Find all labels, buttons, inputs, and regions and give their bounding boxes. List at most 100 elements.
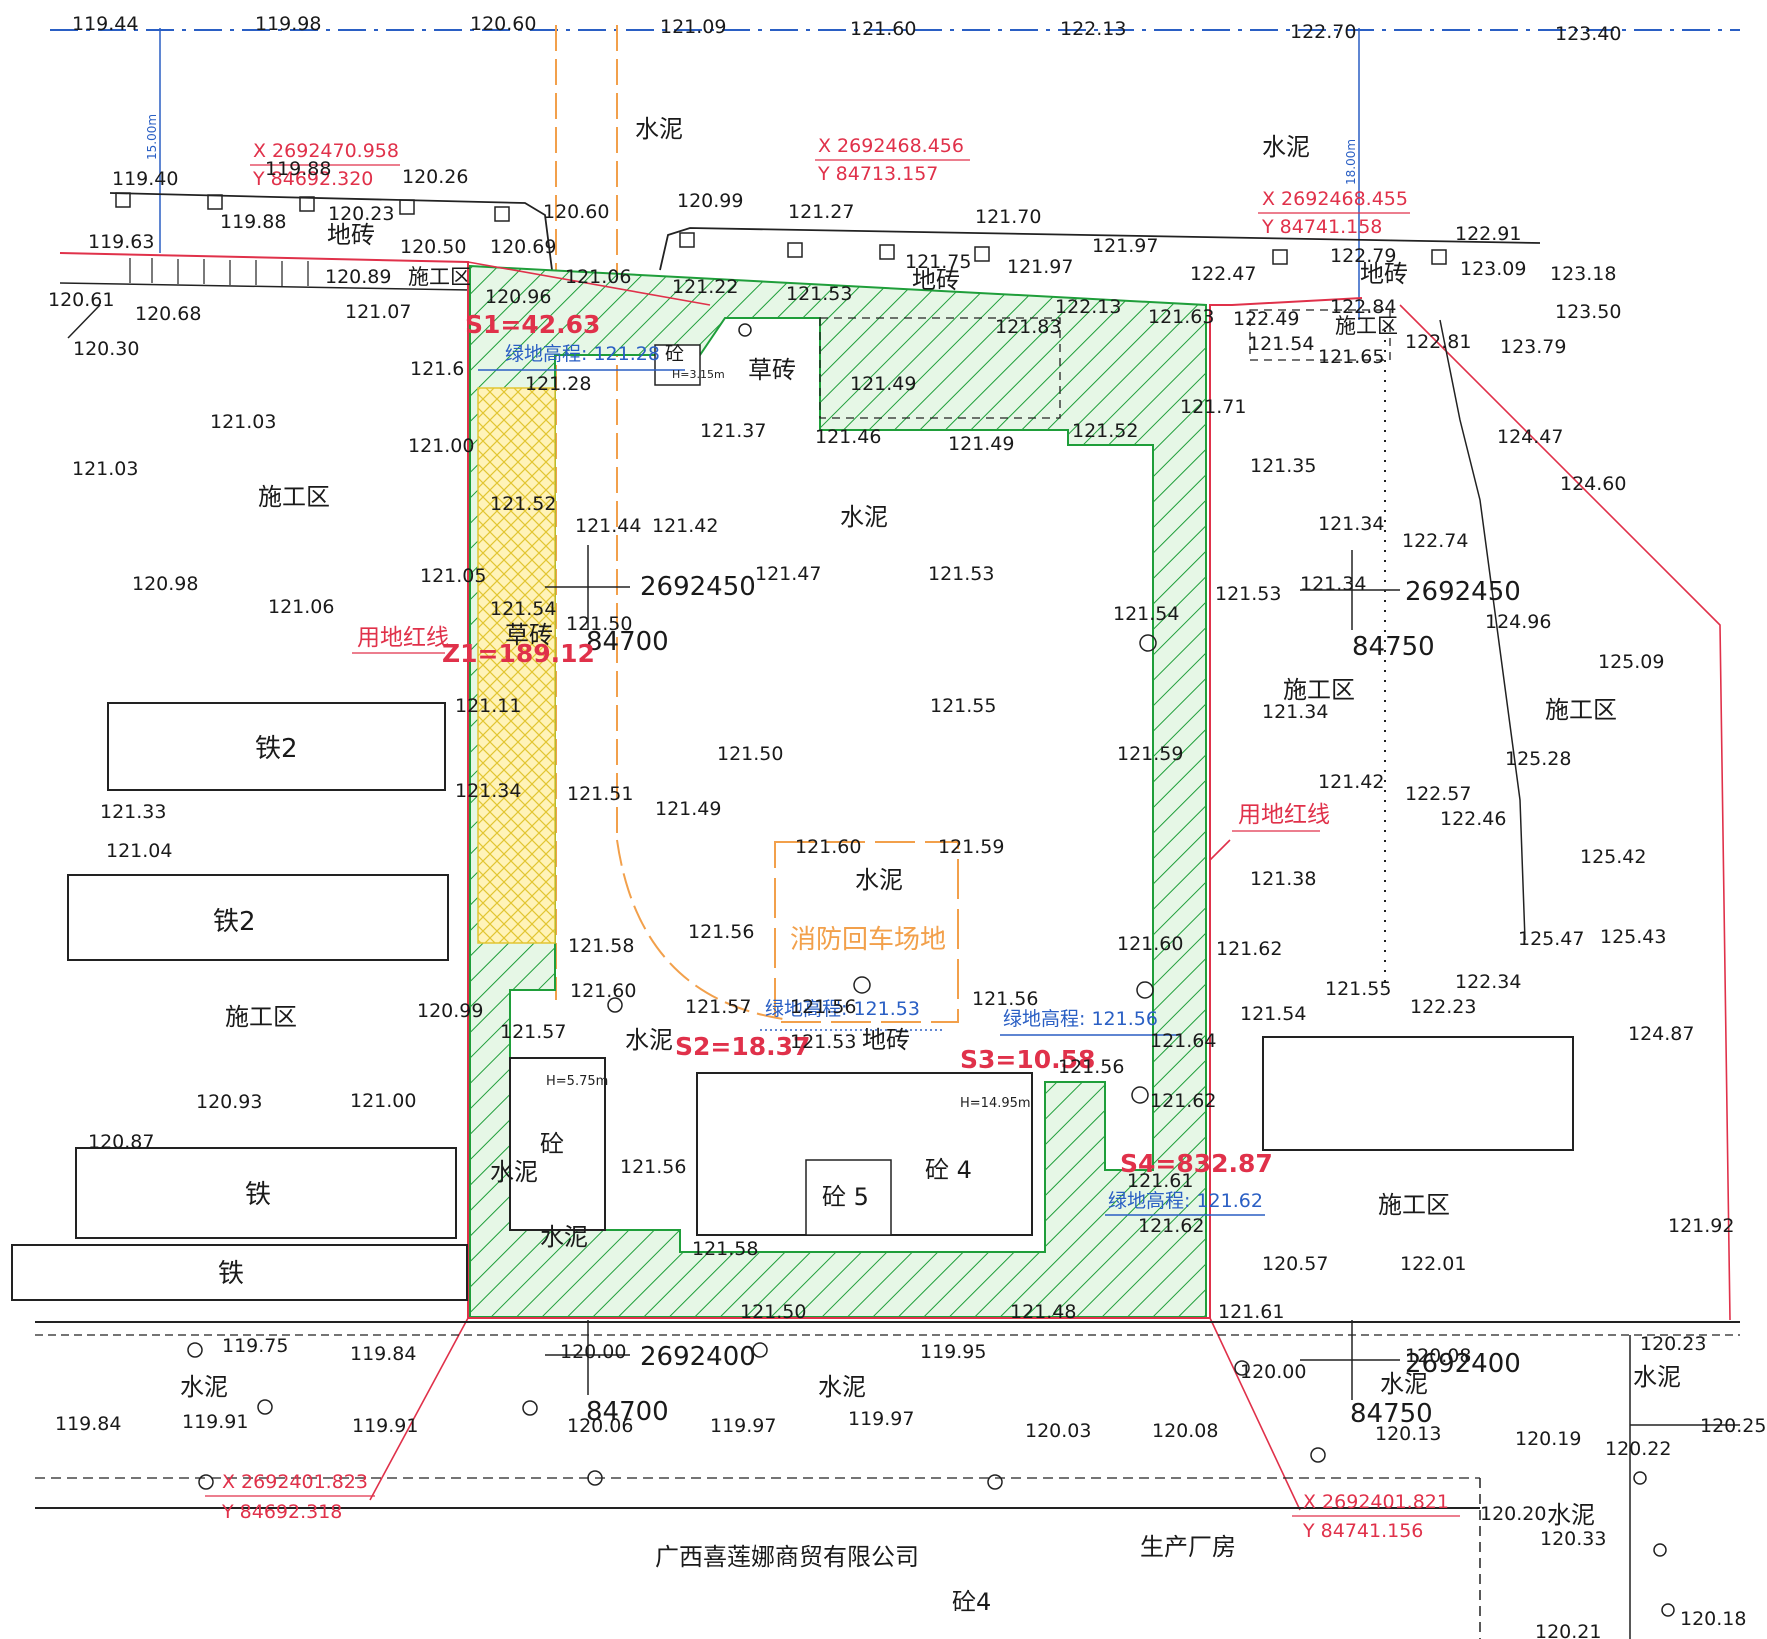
spot-elevation: 121.56 xyxy=(1058,1056,1124,1078)
site-marker-icon xyxy=(1633,1471,1647,1485)
spot-elevation: 121.60 xyxy=(795,836,861,858)
spot-elevation: 121.50 xyxy=(566,613,632,635)
red-line-2 xyxy=(369,1317,469,1501)
spot-elevation: 121.62 xyxy=(1150,1090,1216,1112)
spot-elevation: 121.34 xyxy=(1262,701,1328,723)
dashed-block-right xyxy=(1249,309,1391,361)
spot-elevation: 120.23 xyxy=(328,203,394,225)
spot-elevation: 121.53 xyxy=(1215,583,1281,605)
label-concrete-4: 砼 4 xyxy=(925,1156,972,1184)
spot-elevation: 120.25 xyxy=(1700,1415,1766,1437)
spot-elevation: 125.47 xyxy=(1518,928,1584,950)
spot-elevation: 121.55 xyxy=(1325,978,1391,1000)
area-s2: S2=18.37 xyxy=(675,1032,810,1061)
spot-elevation: 121.56 xyxy=(790,996,856,1018)
coord-4-y: Y 84692.318 xyxy=(221,1501,342,1523)
spot-elevation: 121.92 xyxy=(1668,1215,1734,1237)
spot-elevation: 122.84 xyxy=(1330,296,1396,318)
spot-elevation: 121.50 xyxy=(740,1301,806,1323)
spot-elevation: 123.79 xyxy=(1500,336,1566,358)
site-marker-icon xyxy=(1653,1543,1667,1557)
grass-brick-patch xyxy=(819,317,1061,419)
spot-elevation: 119.88 xyxy=(220,211,286,233)
site-marker-icon xyxy=(1310,1447,1326,1463)
dim-right-label: 18.00m xyxy=(1344,139,1358,185)
spot-elevation: 121.34 xyxy=(1318,513,1384,535)
spot-elevation: 121.53 xyxy=(928,563,994,585)
site-marker-icon xyxy=(879,244,895,260)
label-cement-8: 水泥 xyxy=(180,1373,228,1401)
coord-3-x: X 2692468.455 xyxy=(1262,188,1408,210)
label-cement-4: 水泥 xyxy=(855,866,903,894)
spot-elevation: 122.46 xyxy=(1440,808,1506,830)
spot-elevation: 121.62 xyxy=(1138,1215,1204,1237)
spot-elevation: 121.37 xyxy=(700,420,766,442)
curb-diag xyxy=(67,304,101,339)
spot-elevation: 121.03 xyxy=(210,411,276,433)
spot-elevation: 121.97 xyxy=(1007,256,1073,278)
spot-elevation: 122.13 xyxy=(1055,296,1121,318)
site-marker-icon xyxy=(207,194,223,210)
label-cement-7: 水泥 xyxy=(540,1223,588,1251)
spot-elevation: 121.49 xyxy=(948,433,1014,455)
spot-elevation: 119.75 xyxy=(222,1335,288,1357)
spot-elevation: 120.26 xyxy=(402,166,468,188)
top-elev-5: 121.60 xyxy=(850,18,916,40)
grid-e4: 84750 xyxy=(1350,1399,1433,1429)
site-marker-icon xyxy=(1234,1360,1250,1376)
dim-left-label: 15.00m xyxy=(145,114,159,160)
yellow-grass-strip xyxy=(477,387,556,944)
site-marker-icon xyxy=(974,246,990,262)
spot-elevation: 121.56 xyxy=(620,1156,686,1178)
red-line-3 xyxy=(1209,1317,1301,1511)
spot-elevation: 120.00 xyxy=(560,1341,626,1363)
site-marker-icon xyxy=(257,1399,273,1415)
spot-elevation: 124.60 xyxy=(1560,473,1626,495)
label-grass-1: 草砖 xyxy=(748,356,796,384)
fire-turn-area xyxy=(774,841,959,1023)
spot-elevation: 121.04 xyxy=(106,840,172,862)
building-right xyxy=(1262,1036,1574,1151)
spot-elevation: 125.43 xyxy=(1600,926,1666,948)
grid-e2: 84750 xyxy=(1352,632,1435,662)
spot-elevation: 121.52 xyxy=(490,493,556,515)
spot-elevation: 121.54 xyxy=(490,598,556,620)
building-iron-a xyxy=(75,1147,457,1239)
spot-elevation: 119.97 xyxy=(710,1415,776,1437)
spot-elevation: 122.49 xyxy=(1233,308,1299,330)
top-curb-line xyxy=(109,192,553,271)
spot-elevation: 120.60 xyxy=(543,201,609,223)
spot-elevation: 121.56 xyxy=(688,921,754,943)
spot-elevation: 120.98 xyxy=(132,573,198,595)
label-cement-3: 水泥 xyxy=(840,503,888,531)
spot-elevation: 121.49 xyxy=(655,798,721,820)
spot-elevation: 122.91 xyxy=(1455,223,1521,245)
spot-elevation: 120.57 xyxy=(1262,1253,1328,1275)
label-zone-6: 施工区 xyxy=(225,1003,297,1031)
spot-elevation: 120.19 xyxy=(1515,1428,1581,1450)
site-marker-icon xyxy=(853,976,871,994)
site-marker-icon xyxy=(522,1400,538,1416)
grid-n3: 2692400 xyxy=(640,1342,756,1372)
spot-elevation: 121.65 xyxy=(1318,346,1384,368)
grid-e3: 84700 xyxy=(586,1397,669,1427)
site-marker-icon xyxy=(587,1470,603,1486)
coord-4-x: X 2692401.823 xyxy=(222,1471,368,1493)
spot-elevation: 121.83 xyxy=(995,316,1061,338)
green-elev-4: 绿地高程: 121.62 xyxy=(1108,1190,1263,1212)
label-cement-10: 水泥 xyxy=(1380,1370,1428,1398)
small-hut xyxy=(654,344,701,386)
label-cement-9: 水泥 xyxy=(818,1373,866,1401)
spot-elevation: 119.84 xyxy=(55,1413,121,1435)
spot-elevation: 122.47 xyxy=(1190,263,1256,285)
spot-elevation: 119.63 xyxy=(88,231,154,253)
spot-elevation: 122.57 xyxy=(1405,783,1471,805)
label-concrete-5: 砼 5 xyxy=(822,1183,869,1211)
factory-label: 生产厂房 xyxy=(1140,1533,1236,1561)
grid-n4: 2692400 xyxy=(1405,1349,1521,1379)
label-zone-2: 施工区 xyxy=(1335,314,1398,338)
spot-elevation: 121.46 xyxy=(815,426,881,448)
green-elev-3: 绿地高程: 121.56 xyxy=(1003,1008,1158,1030)
spot-elevation: 120.89 xyxy=(325,266,391,288)
site-marker-icon xyxy=(115,192,131,208)
